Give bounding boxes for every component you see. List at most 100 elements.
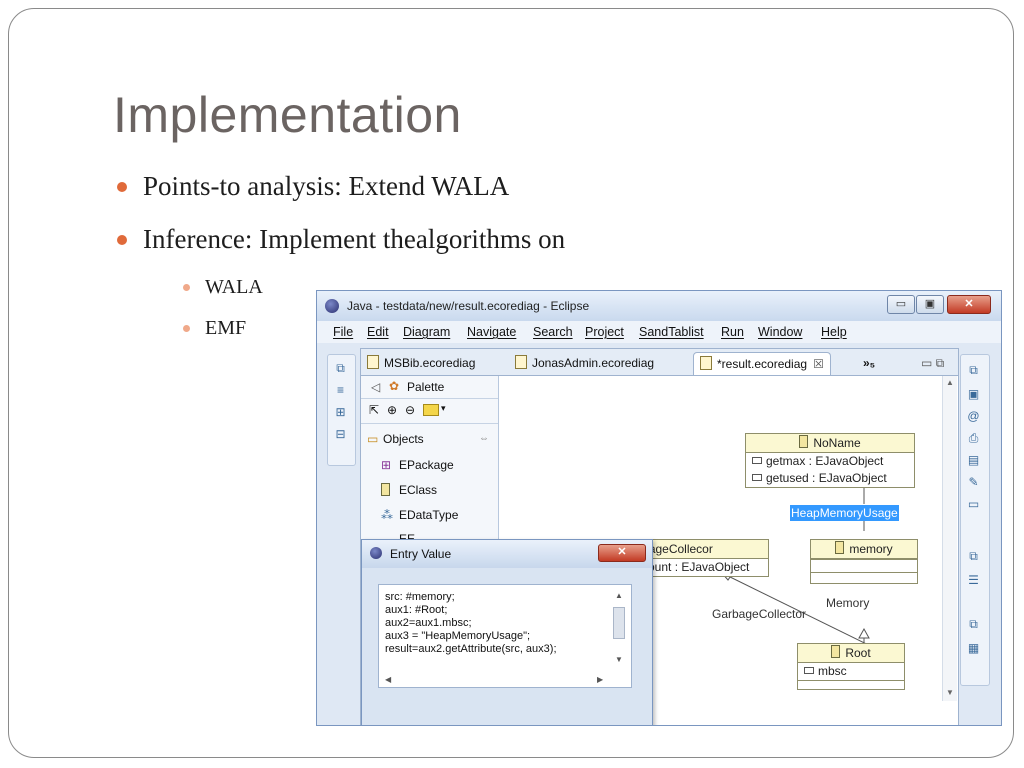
code-line: aux1: #Root;: [385, 604, 448, 616]
scroll-thumb[interactable]: [613, 607, 625, 639]
menu-diagram[interactable]: Diagram: [403, 325, 451, 339]
outline-icon[interactable]: ⊟: [335, 427, 346, 441]
sub-bullet-dot: [183, 325, 190, 332]
diagram-file-icon: [367, 355, 379, 369]
sub-bullet-text: WALA: [205, 276, 263, 298]
menu-project[interactable]: Project: [585, 325, 624, 339]
dropdown-arrow-icon[interactable]: ▾: [441, 403, 446, 413]
pin-drawer-icon[interactable]: ⇔: [479, 433, 489, 444]
minimize-editor-icon[interactable]: ▭ ⧉: [921, 356, 945, 370]
class-header: Root: [798, 644, 904, 663]
image-icon[interactable]: ▣: [967, 387, 980, 401]
tab-overflow[interactable]: »₅: [863, 356, 876, 370]
right-view-toolbar: ⧉ ▣ @ ⎙ ▤ ✎ ▭ ⧉ ☰ ⧉ ▦: [960, 354, 990, 686]
attribute-row[interactable]: getmax : EJavaObject: [746, 453, 914, 470]
eclipse-window: Java - testdata/new/result.ecorediag - E…: [316, 290, 1002, 726]
dialog-title: Entry Value: [390, 547, 452, 561]
diagram-file-icon: [700, 356, 712, 370]
entry-value-textarea[interactable]: src: #memory; aux1: #Root; aux2=aux1.mbs…: [378, 584, 632, 688]
attribute-row[interactable]: ount : EJavaObject: [648, 560, 750, 574]
attribute-section: [811, 559, 917, 572]
list-icon[interactable]: ☰: [968, 573, 979, 587]
attribute-icon: [804, 667, 814, 674]
editor-tabs: MSBib.ecorediag JonasAdmin.ecorediag *re…: [361, 349, 958, 376]
palette-group-objects[interactable]: Objects: [383, 432, 424, 446]
select-tool-icon[interactable]: ⇱: [369, 403, 380, 417]
close-dialog-button[interactable]: ✕: [598, 544, 646, 562]
tab-jonasadmin[interactable]: JonasAdmin.ecorediag: [515, 352, 654, 374]
palette-title: Palette: [407, 380, 445, 394]
tab-result[interactable]: *result.ecorediag☒: [693, 352, 831, 375]
package-tree-icon[interactable]: ⊞: [335, 405, 346, 419]
zoom-out-icon[interactable]: ⊖: [405, 403, 416, 417]
maximize-button[interactable]: ▣: [916, 295, 944, 314]
palette-icon: ✿: [389, 379, 400, 393]
code-line: aux3 = "HeapMemoryUsage";: [385, 630, 531, 642]
sub-bullet-wala: WALA: [183, 276, 263, 299]
close-window-button[interactable]: ✕: [947, 295, 991, 314]
code-line: aux2=aux1.mbsc;: [385, 617, 472, 629]
restore-icon[interactable]: ⧉: [969, 617, 978, 631]
at-sign-icon[interactable]: @: [967, 409, 980, 423]
console-icon[interactable]: ▤: [967, 453, 980, 467]
scroll-left-icon[interactable]: ◀: [385, 675, 392, 684]
diagram-file-icon: [515, 355, 527, 369]
collapse-palette-icon[interactable]: ◁: [371, 380, 381, 394]
class-header: NoName: [746, 434, 914, 453]
label-garbagecollector[interactable]: GarbageCollector: [712, 607, 807, 621]
tab-msbib[interactable]: MSBib.ecorediag: [367, 352, 475, 374]
pin-icon[interactable]: ✎: [968, 475, 979, 489]
hierarchy-icon[interactable]: ≡: [336, 383, 344, 397]
edatatype-icon: ⁂: [381, 508, 393, 522]
eclipse-app-icon: [325, 299, 339, 313]
class-noname[interactable]: NoName getmax : EJavaObject getused : EJ…: [745, 433, 915, 488]
scroll-right-icon[interactable]: ▶: [597, 675, 604, 684]
palette-tools: ⇱ ⊕ ⊖ ▾: [361, 399, 498, 424]
window-titlebar[interactable]: Java - testdata/new/result.ecorediag - E…: [317, 291, 1001, 321]
menu-edit[interactable]: Edit: [367, 325, 389, 339]
palette-item-edatatype[interactable]: EDataType: [399, 508, 459, 522]
menu-search[interactable]: Search: [533, 325, 573, 339]
operation-section: [811, 572, 917, 583]
properties-icon[interactable]: ▦: [967, 641, 980, 655]
folder-icon: ▭: [367, 432, 379, 446]
minimize-button[interactable]: ▭: [887, 295, 915, 314]
zoom-in-icon[interactable]: ⊕: [387, 403, 398, 417]
scroll-up-icon[interactable]: ▲: [615, 591, 623, 600]
palette-item-eclass[interactable]: EClass: [399, 483, 438, 497]
dialog-titlebar[interactable]: Entry Value ✕: [362, 540, 652, 568]
document-search-icon[interactable]: ⎙: [968, 431, 979, 445]
attribute-icon: [752, 457, 762, 464]
code-line: src: #memory;: [385, 591, 455, 603]
palette-item-epackage[interactable]: EPackage: [399, 458, 454, 472]
scroll-up-icon[interactable]: ▲: [946, 378, 954, 387]
attribute-row[interactable]: getused : EJavaObject: [746, 470, 914, 487]
attribute-row[interactable]: mbsc: [798, 663, 904, 680]
close-tab-icon[interactable]: ☒: [813, 357, 824, 371]
bullet-text: Points-to analysis: Extend WALA: [143, 171, 510, 201]
eclass-icon: [831, 645, 841, 658]
menu-sandtablist[interactable]: SandTablist: [639, 325, 704, 339]
sub-bullet-text: EMF: [205, 317, 247, 339]
class-memory[interactable]: memory: [810, 539, 918, 584]
bullet-text: Inference: Implement thealgorithms on: [143, 224, 566, 254]
restore-icon[interactable]: ⧉: [336, 361, 345, 375]
label-memory[interactable]: Memory: [826, 596, 870, 610]
note-tool-icon[interactable]: [423, 404, 439, 416]
vertical-scrollbar[interactable]: ▲ ▼: [942, 376, 957, 701]
scroll-down-icon[interactable]: ▼: [615, 655, 623, 664]
window-icon[interactable]: ▭: [967, 497, 980, 511]
label-heapmemoryusage[interactable]: HeapMemoryUsage: [790, 505, 899, 521]
scroll-down-icon[interactable]: ▼: [946, 688, 954, 697]
restore-icon[interactable]: ⧉: [969, 363, 978, 377]
menu-navigate[interactable]: Navigate: [467, 325, 517, 339]
restore-icon[interactable]: ⧉: [969, 549, 978, 563]
menu-window[interactable]: Window: [758, 325, 803, 339]
bullet-dot: [117, 235, 127, 245]
menu-help[interactable]: Help: [821, 325, 847, 339]
attribute-icon: [752, 474, 762, 481]
class-root[interactable]: Root mbsc: [797, 643, 905, 690]
eclass-icon: [835, 541, 845, 554]
menu-run[interactable]: Run: [721, 325, 744, 339]
menu-file[interactable]: File: [333, 325, 354, 339]
